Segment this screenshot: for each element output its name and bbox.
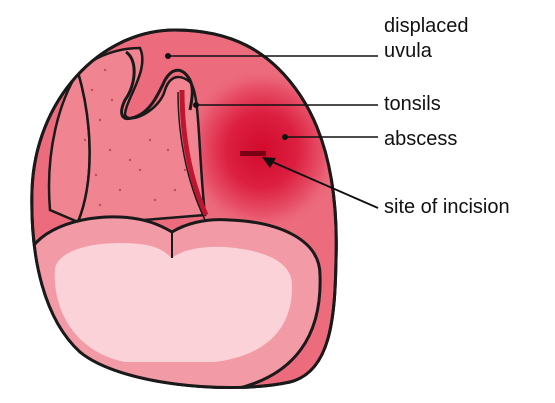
- abscess-swelling: [184, 68, 340, 232]
- incision-site: [240, 151, 266, 156]
- label-uvula: uvula: [384, 40, 432, 62]
- label-abscess: abscess: [384, 128, 457, 150]
- label-displaced: displaced: [384, 15, 469, 37]
- label-site-of-incision: site of incision: [384, 196, 510, 218]
- tongue-highlight: [55, 243, 292, 362]
- label-tonsils: tonsils: [384, 93, 441, 115]
